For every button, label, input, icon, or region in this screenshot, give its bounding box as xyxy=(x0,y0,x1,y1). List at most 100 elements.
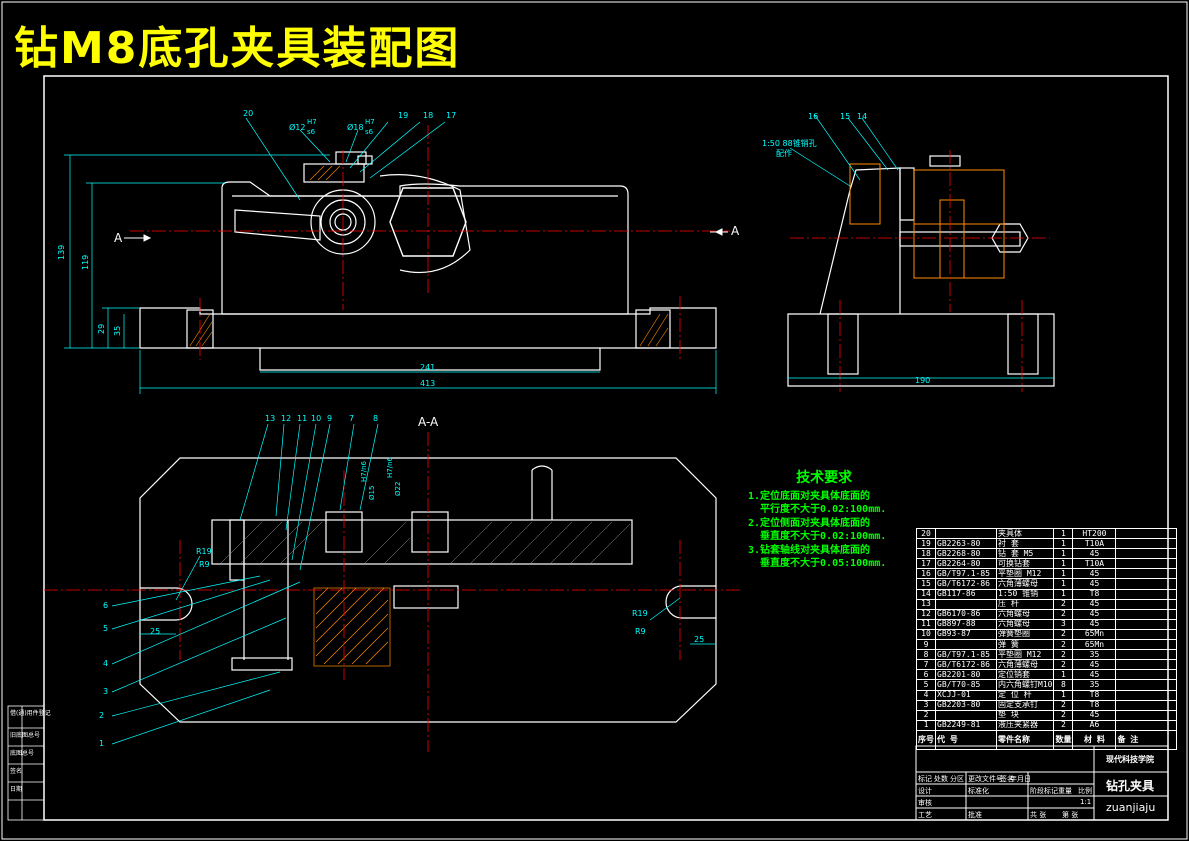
callout-14: 14 xyxy=(857,112,867,121)
bom-cell xyxy=(935,527,997,540)
bom-cell: HT200 xyxy=(1072,527,1117,540)
section-view-centerlines xyxy=(44,432,740,752)
bom-cell: GB/T97.1-85 xyxy=(935,649,997,661)
tb-field-process: 工艺 xyxy=(918,811,932,819)
tb-field-zone: 分区 xyxy=(950,775,964,783)
section-mark-left: A xyxy=(114,231,123,245)
bom-cell: 8 xyxy=(1053,679,1074,691)
dim-r19-left: R19 xyxy=(196,547,212,556)
bom-cell: 14 xyxy=(916,588,936,600)
bom-cell: 备 注 xyxy=(1115,729,1178,750)
bom-cell: 45 xyxy=(1072,709,1117,721)
bom-cell: 8 xyxy=(916,649,936,661)
bom-cell: 六角薄螺母 xyxy=(995,659,1055,671)
dim-190: 190 xyxy=(915,376,930,385)
bom-cell: GB2203-80 xyxy=(935,699,997,711)
front-view-dimensions xyxy=(64,117,717,394)
scale-value: 1:1 xyxy=(1080,798,1092,806)
bom-cell xyxy=(1115,558,1178,570)
fit-d18-top: H7 xyxy=(365,118,375,126)
bom-cell: 压 杆 xyxy=(995,598,1055,610)
bom-cell: 65Mn xyxy=(1072,639,1117,651)
dim-119: 119 xyxy=(81,255,90,270)
callout-19: 19 xyxy=(398,111,408,120)
bom-cell: 序号 xyxy=(916,729,936,750)
bom-cell: 2 xyxy=(1053,598,1074,610)
tb-field-sign: 签名 xyxy=(1000,775,1014,783)
bom-cell: 1:50 锥销 xyxy=(995,588,1055,600)
callout-9: 9 xyxy=(327,414,332,423)
side-view-centerlines xyxy=(790,150,1050,392)
side-note-2: 配作 xyxy=(776,148,792,158)
fit-d18: Ø18 xyxy=(347,122,363,132)
bom-cell: 20 xyxy=(916,527,936,540)
tb-field-date: 年月日 xyxy=(1010,775,1031,783)
tech-item: 2.定位侧面对夹具体底面的 xyxy=(748,517,871,529)
callout-5: 5 xyxy=(103,624,108,633)
bom-cell: 平垫圈 M12 xyxy=(995,649,1055,661)
bom-cell: 15 xyxy=(916,578,936,590)
bom-cell: 6 xyxy=(916,669,936,681)
bom-cell xyxy=(1115,628,1178,641)
tb-field-stage: 阶段标记 xyxy=(1030,787,1058,795)
bom-cell xyxy=(1115,639,1178,651)
tb-field-mark: 标记 xyxy=(918,775,932,783)
callout-20: 20 xyxy=(243,109,253,118)
fit-d15: Ø15 xyxy=(368,486,376,500)
bom-cell: T10A xyxy=(1072,538,1117,550)
section-label: A-A xyxy=(418,415,439,429)
tech-item: 垂直度不大于0.05:100mm. xyxy=(748,558,887,569)
section-view-hatch xyxy=(313,587,391,667)
bom-cell: GB117-86 xyxy=(935,588,997,600)
bom-cell xyxy=(1115,659,1178,671)
bom-cell xyxy=(1115,699,1178,711)
bom-cell: 六角螺母 xyxy=(995,608,1055,620)
bom-cell xyxy=(935,598,997,610)
bom-cell: 2 xyxy=(1053,659,1074,671)
bom-cell: 18 xyxy=(916,548,936,560)
bom-cell: 1 xyxy=(1053,548,1074,560)
bom-cell: GB/T70-85 xyxy=(935,679,997,691)
tech-item: 3.钻套轴线对夹具体底面的 xyxy=(748,544,871,556)
bom-cell: GB/T97.1-85 xyxy=(935,568,997,580)
bom-cell xyxy=(1115,719,1178,731)
bom-cell: T8 xyxy=(1072,689,1117,701)
section-view-hatch-grey xyxy=(219,521,631,565)
bom-cell: 2 xyxy=(1053,628,1074,641)
front-view-hatch xyxy=(189,165,669,347)
bom-cell xyxy=(1115,689,1178,701)
bom-cell: GB/T6172-86 xyxy=(935,659,997,671)
bom-cell: 材 料 xyxy=(1072,729,1117,750)
bom-cell xyxy=(1115,588,1178,600)
tb-field-std: 标准化 xyxy=(968,787,989,795)
bom-cell: GB2264-80 xyxy=(935,558,997,570)
bom-cell xyxy=(1115,527,1178,540)
bom-cell: 3 xyxy=(916,699,936,711)
bom-cell: 35 xyxy=(1072,679,1117,691)
bom-cell: T8 xyxy=(1072,588,1117,600)
bom-cell xyxy=(1115,669,1178,681)
bom-cell: GB897-88 xyxy=(935,618,997,630)
bom-cell: 夹具体 xyxy=(995,527,1055,540)
bom-cell: 衬 套 xyxy=(995,538,1055,550)
inner-frame xyxy=(43,75,1169,821)
front-view-centerlines xyxy=(130,125,730,360)
bom-cell: 1 xyxy=(1053,578,1074,590)
bom-cell: 2 xyxy=(916,709,936,721)
callout-10: 10 xyxy=(311,414,321,423)
bom-cell: 45 xyxy=(1072,618,1117,630)
bom-cell xyxy=(1115,608,1178,620)
dim-35: 35 xyxy=(113,326,122,336)
bom-cell xyxy=(1115,649,1178,661)
bom-cell: 3 xyxy=(1053,618,1074,630)
bom-cell: 2 xyxy=(1053,608,1074,620)
bom-cell: 代 号 xyxy=(935,729,997,750)
bom-cell: 17 xyxy=(916,558,936,570)
dim-r19-right: R19 xyxy=(632,609,648,618)
